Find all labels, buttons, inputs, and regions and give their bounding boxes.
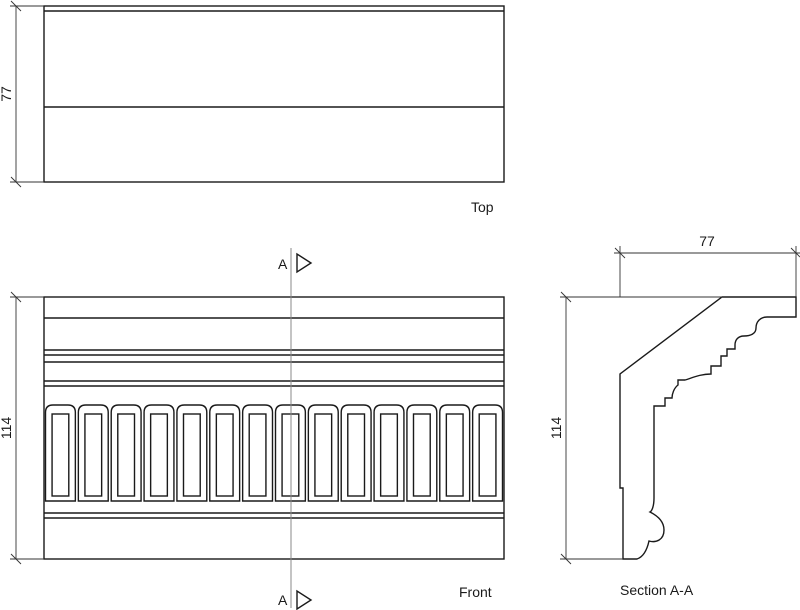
dentil-block <box>307 404 339 502</box>
dentil-panel <box>248 413 267 497</box>
dentil-panel <box>281 413 300 497</box>
dentil-panel <box>314 413 333 497</box>
top-view-outline <box>43 5 505 183</box>
dentil-block <box>44 404 77 502</box>
front-height-dimension: 114 <box>0 291 44 565</box>
dentil-block <box>373 404 405 502</box>
dentil-block <box>209 404 241 502</box>
top-view <box>43 5 505 183</box>
dentil-panel <box>182 413 201 497</box>
dentil-block <box>471 404 504 502</box>
top-depth-dimension: 77 <box>0 0 44 188</box>
front-view-outline <box>43 296 505 560</box>
top-depth-value: 77 <box>0 86 14 102</box>
section-depth-value: 77 <box>699 233 715 249</box>
section-height-dimension: 114 <box>548 291 722 565</box>
dentil-panel <box>149 413 169 497</box>
dentil-block <box>110 404 142 502</box>
section-profile <box>619 296 797 560</box>
cornice-profile <box>619 296 797 560</box>
dentil-panel <box>445 413 464 497</box>
section-cut-line: A A <box>278 248 313 610</box>
section-marker-top-label: A <box>278 256 288 272</box>
dentil-block <box>77 404 109 502</box>
dentil-block <box>274 404 307 502</box>
dentil-panel <box>478 413 497 497</box>
dentil-row <box>44 404 504 502</box>
dentil-block <box>176 404 208 502</box>
dentil-panel <box>51 413 70 497</box>
dentil-block <box>241 404 274 502</box>
dentil-block <box>143 404 175 502</box>
section-view-label: Section A-A <box>620 582 694 598</box>
section-arrow-bottom-icon <box>296 589 313 610</box>
section-height-value: 114 <box>548 417 564 440</box>
front-view <box>43 296 505 560</box>
top-view-label: Top <box>471 199 494 215</box>
dentil-panel <box>379 413 399 497</box>
dentil-block <box>439 404 471 502</box>
dentil-block <box>340 404 372 502</box>
dentil-panel <box>412 413 431 497</box>
dentil-block <box>406 404 438 502</box>
dentil-panel <box>215 413 234 497</box>
front-height-value: 114 <box>0 417 14 440</box>
dentil-panel <box>347 413 366 497</box>
section-marker-bottom-label: A <box>278 592 288 608</box>
dentil-panel <box>84 413 103 497</box>
dentil-panel <box>117 413 136 497</box>
section-arrow-top-icon <box>296 252 313 274</box>
section-depth-dimension: 77 <box>614 233 800 297</box>
front-view-label: Front <box>459 584 492 600</box>
